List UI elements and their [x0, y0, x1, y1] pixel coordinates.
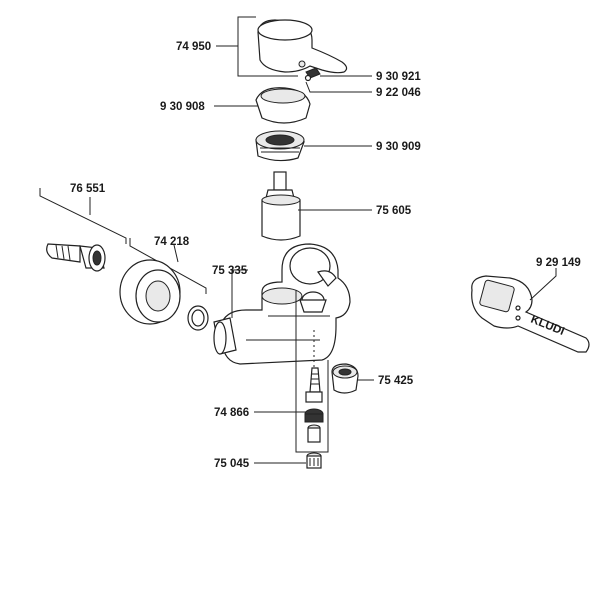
label-74866: 74 866 — [214, 407, 249, 419]
label-929149: 9 29 149 — [536, 257, 581, 269]
insert-part-75045 — [306, 452, 322, 469]
label-76551: 76 551 — [70, 183, 106, 195]
diverter-part — [304, 367, 324, 443]
s-union-part — [46, 243, 106, 272]
label-75425: 75 425 — [378, 375, 414, 387]
label-74950: 74 950 — [176, 41, 211, 53]
label-930908: 9 30 908 — [160, 101, 205, 113]
aerator-part — [331, 363, 359, 394]
bracket-diverter — [295, 290, 329, 453]
label-930921: 9 30 921 — [376, 71, 421, 83]
label-75335: 75 335 — [212, 265, 248, 277]
rosette-part — [119, 259, 181, 325]
bracket-76551 — [39, 188, 127, 244]
wrench-tool-part: KLUDI — [471, 275, 590, 353]
label-75605: 75 605 — [376, 205, 412, 217]
cover-cap-part — [255, 87, 311, 124]
mixer-body-part — [213, 243, 351, 365]
label-75045: 75 045 — [214, 458, 250, 470]
lever-handle-part — [257, 19, 348, 74]
seal-ring-part — [187, 305, 209, 331]
cartridge-part — [261, 171, 301, 241]
label-922046: 9 22 046 — [376, 87, 421, 99]
threaded-nut-part — [255, 130, 305, 162]
label-74218: 74 218 — [154, 236, 190, 248]
label-930909: 9 30 909 — [376, 141, 421, 153]
small-screw-part — [304, 67, 321, 82]
